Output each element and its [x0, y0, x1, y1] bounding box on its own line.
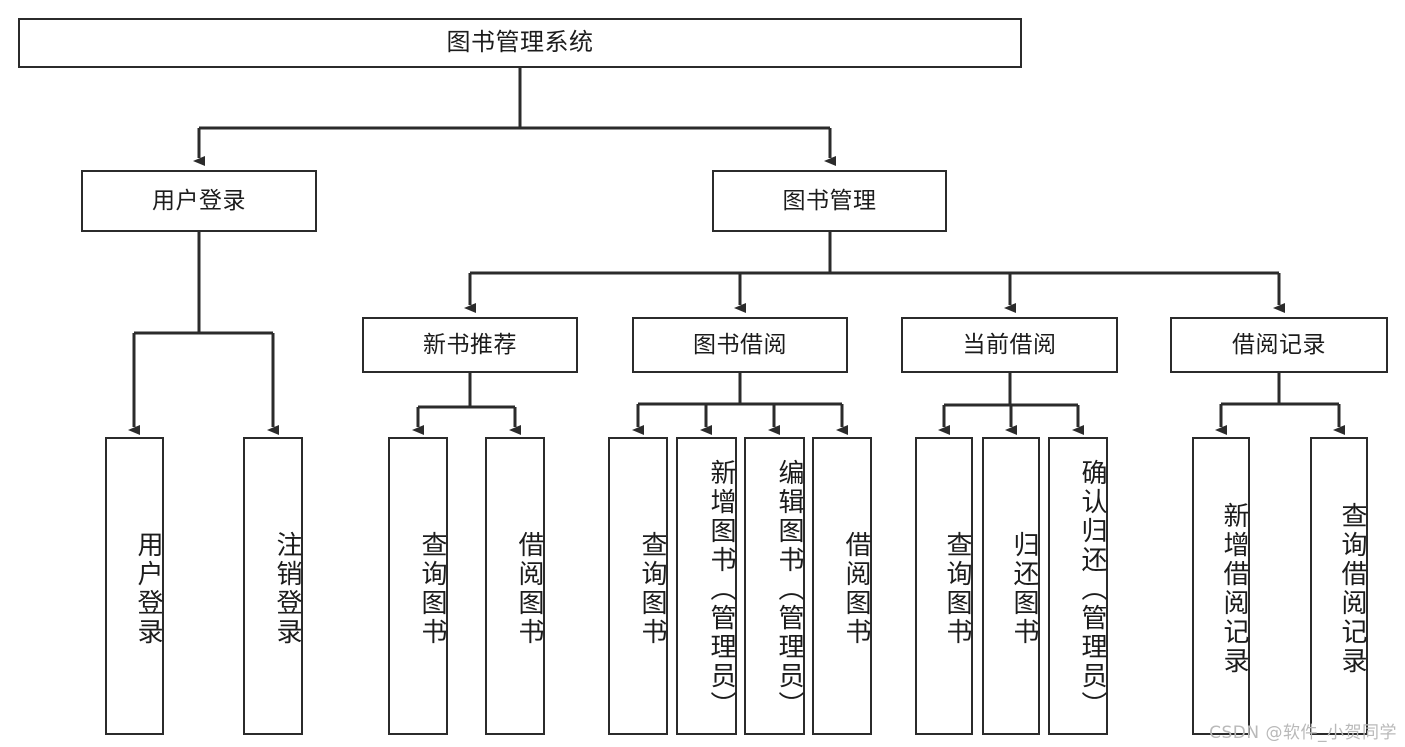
- node-label: 借阅图书: [514, 531, 544, 647]
- node-label: 图书管理: [782, 187, 877, 214]
- node-label: 查询图书: [417, 531, 447, 647]
- node-leaf-book-borrow-3[interactable]: 编辑图书（管理员）: [744, 437, 805, 735]
- node-leaf-user-login-2[interactable]: 注销登录: [243, 437, 303, 735]
- node-leaf-borrow-record-1[interactable]: 新增借阅记录: [1192, 437, 1250, 735]
- node-label: 借阅图书: [841, 531, 871, 647]
- node-leaf-new-book-2[interactable]: 借阅图书: [485, 437, 545, 735]
- node-label: 用户登录: [152, 187, 246, 214]
- node-new-book-recommend[interactable]: 新书推荐: [362, 317, 578, 373]
- node-label: 查询图书: [942, 531, 972, 647]
- node-label: 注销登录: [272, 531, 302, 647]
- node-label: 编辑图书（管理员）: [774, 458, 804, 720]
- node-label: 归还图书: [1009, 531, 1039, 647]
- node-label: 当前借阅: [962, 331, 1057, 358]
- node-label: 查询图书: [637, 531, 667, 647]
- node-root-system[interactable]: 图书管理系统: [18, 18, 1022, 68]
- node-book-borrow[interactable]: 图书借阅: [632, 317, 848, 373]
- node-label: 借阅记录: [1232, 331, 1326, 358]
- node-leaf-current-borrow-2[interactable]: 归还图书: [982, 437, 1040, 735]
- node-leaf-book-borrow-4[interactable]: 借阅图书: [812, 437, 872, 735]
- node-label: 确认归还（管理员）: [1077, 458, 1107, 720]
- node-user-login[interactable]: 用户登录: [81, 170, 317, 232]
- node-label: 新增图书（管理员）: [706, 458, 736, 720]
- watermark: CSDN @软件_小贺同学: [1209, 723, 1397, 743]
- node-current-borrow[interactable]: 当前借阅: [901, 317, 1118, 373]
- node-leaf-new-book-1[interactable]: 查询图书: [388, 437, 448, 735]
- node-leaf-book-borrow-1[interactable]: 查询图书: [608, 437, 668, 735]
- node-leaf-user-login-1[interactable]: 用户登录: [105, 437, 164, 735]
- node-label: 图书管理系统: [446, 28, 594, 57]
- node-label: 图书借阅: [693, 331, 787, 358]
- node-leaf-current-borrow-1[interactable]: 查询图书: [915, 437, 973, 735]
- node-label: 新增借阅记录: [1219, 502, 1249, 676]
- node-leaf-borrow-record-2[interactable]: 查询借阅记录: [1310, 437, 1368, 735]
- node-book-management[interactable]: 图书管理: [712, 170, 947, 232]
- node-borrow-record[interactable]: 借阅记录: [1170, 317, 1388, 373]
- node-leaf-current-borrow-3[interactable]: 确认归还（管理员）: [1048, 437, 1108, 735]
- node-label: 用户登录: [133, 531, 163, 647]
- node-leaf-book-borrow-2[interactable]: 新增图书（管理员）: [676, 437, 737, 735]
- node-label: 新书推荐: [423, 331, 517, 358]
- node-label: 查询借阅记录: [1337, 502, 1367, 676]
